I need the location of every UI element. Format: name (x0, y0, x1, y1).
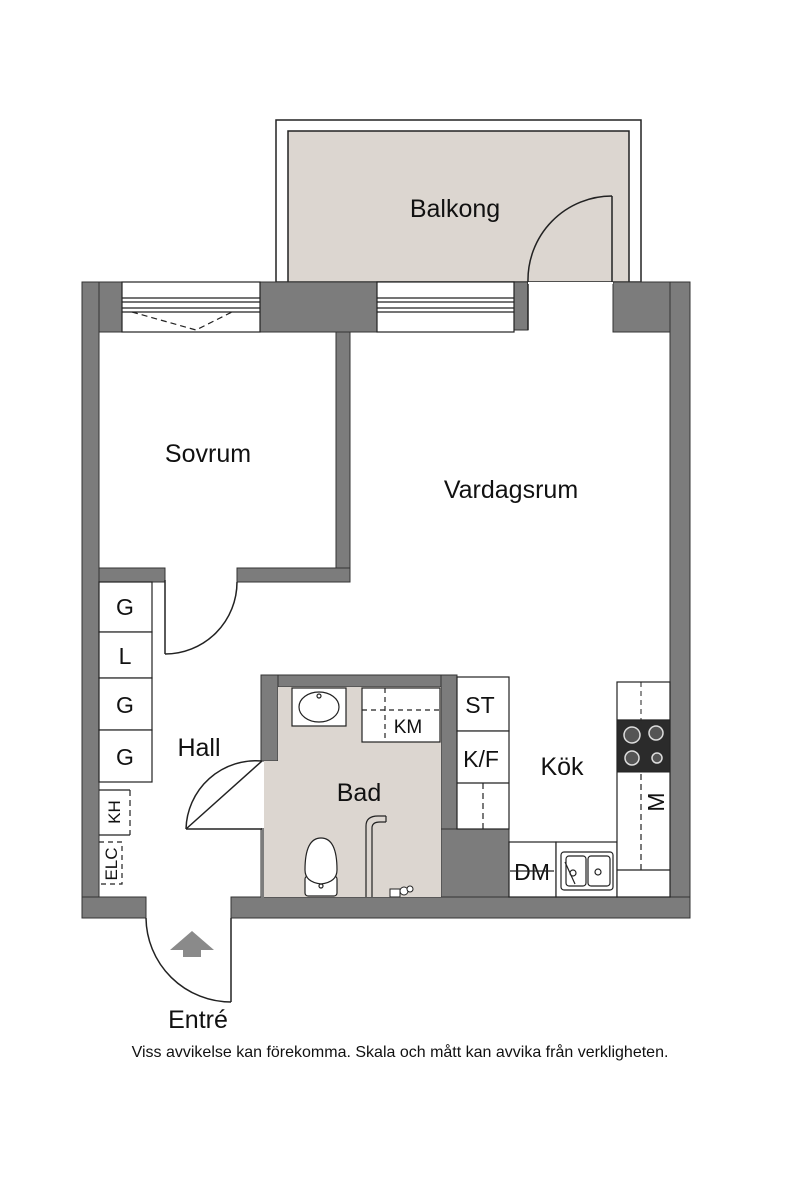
wardrobe-label-1: G (116, 594, 134, 620)
balcony-label: Balkong (410, 195, 500, 223)
toilet (304, 837, 338, 897)
electrical-cabinet-label: ELC (102, 847, 121, 880)
entrance-label: Entré (168, 1006, 228, 1034)
electrical-cabinet (99, 841, 123, 885)
bedroom-label: Sovrum (165, 440, 251, 468)
balcony-door (527, 195, 613, 330)
kitchen-sink (560, 851, 614, 891)
wardrobe-label-3: G (116, 692, 134, 718)
sink (291, 687, 347, 727)
bedroom-door (164, 580, 238, 655)
shower (365, 815, 387, 897)
dishwasher-label: DM (514, 859, 550, 885)
wardrobe-label-4: G (116, 744, 134, 770)
exterior-walls (81, 281, 691, 919)
coat-hooks-label: KH (105, 800, 124, 824)
kitchen-label: Kök (540, 753, 584, 781)
entrance-door (145, 917, 232, 1003)
disclaimer-text: Viss avvikelse kan förekomma. Skala och … (131, 1044, 669, 1061)
window-living (376, 281, 515, 333)
bath-label: Bad (337, 779, 381, 807)
storage-label: ST (465, 692, 494, 718)
living-room-label: Vardagsrum (444, 476, 578, 504)
bath-door (185, 759, 263, 830)
coat-hooks (99, 789, 131, 836)
stove (616, 719, 671, 773)
window-bedroom (121, 281, 261, 333)
shower-drain-icon (389, 885, 414, 898)
bath-floor-doorway (264, 761, 278, 897)
balcony (275, 119, 642, 283)
entrance-arrow-icon (170, 931, 214, 957)
bath-wall-lower (261, 828, 264, 898)
wardrobe-label-2: L (119, 643, 132, 669)
washing-machine (361, 687, 441, 743)
washing-machine-label: KM (394, 717, 423, 738)
hall-label: Hall (177, 734, 220, 762)
microwave-label: M (643, 792, 669, 811)
hall-wardrobes (98, 581, 153, 783)
fridge-freezer-label: K/F (463, 746, 499, 772)
